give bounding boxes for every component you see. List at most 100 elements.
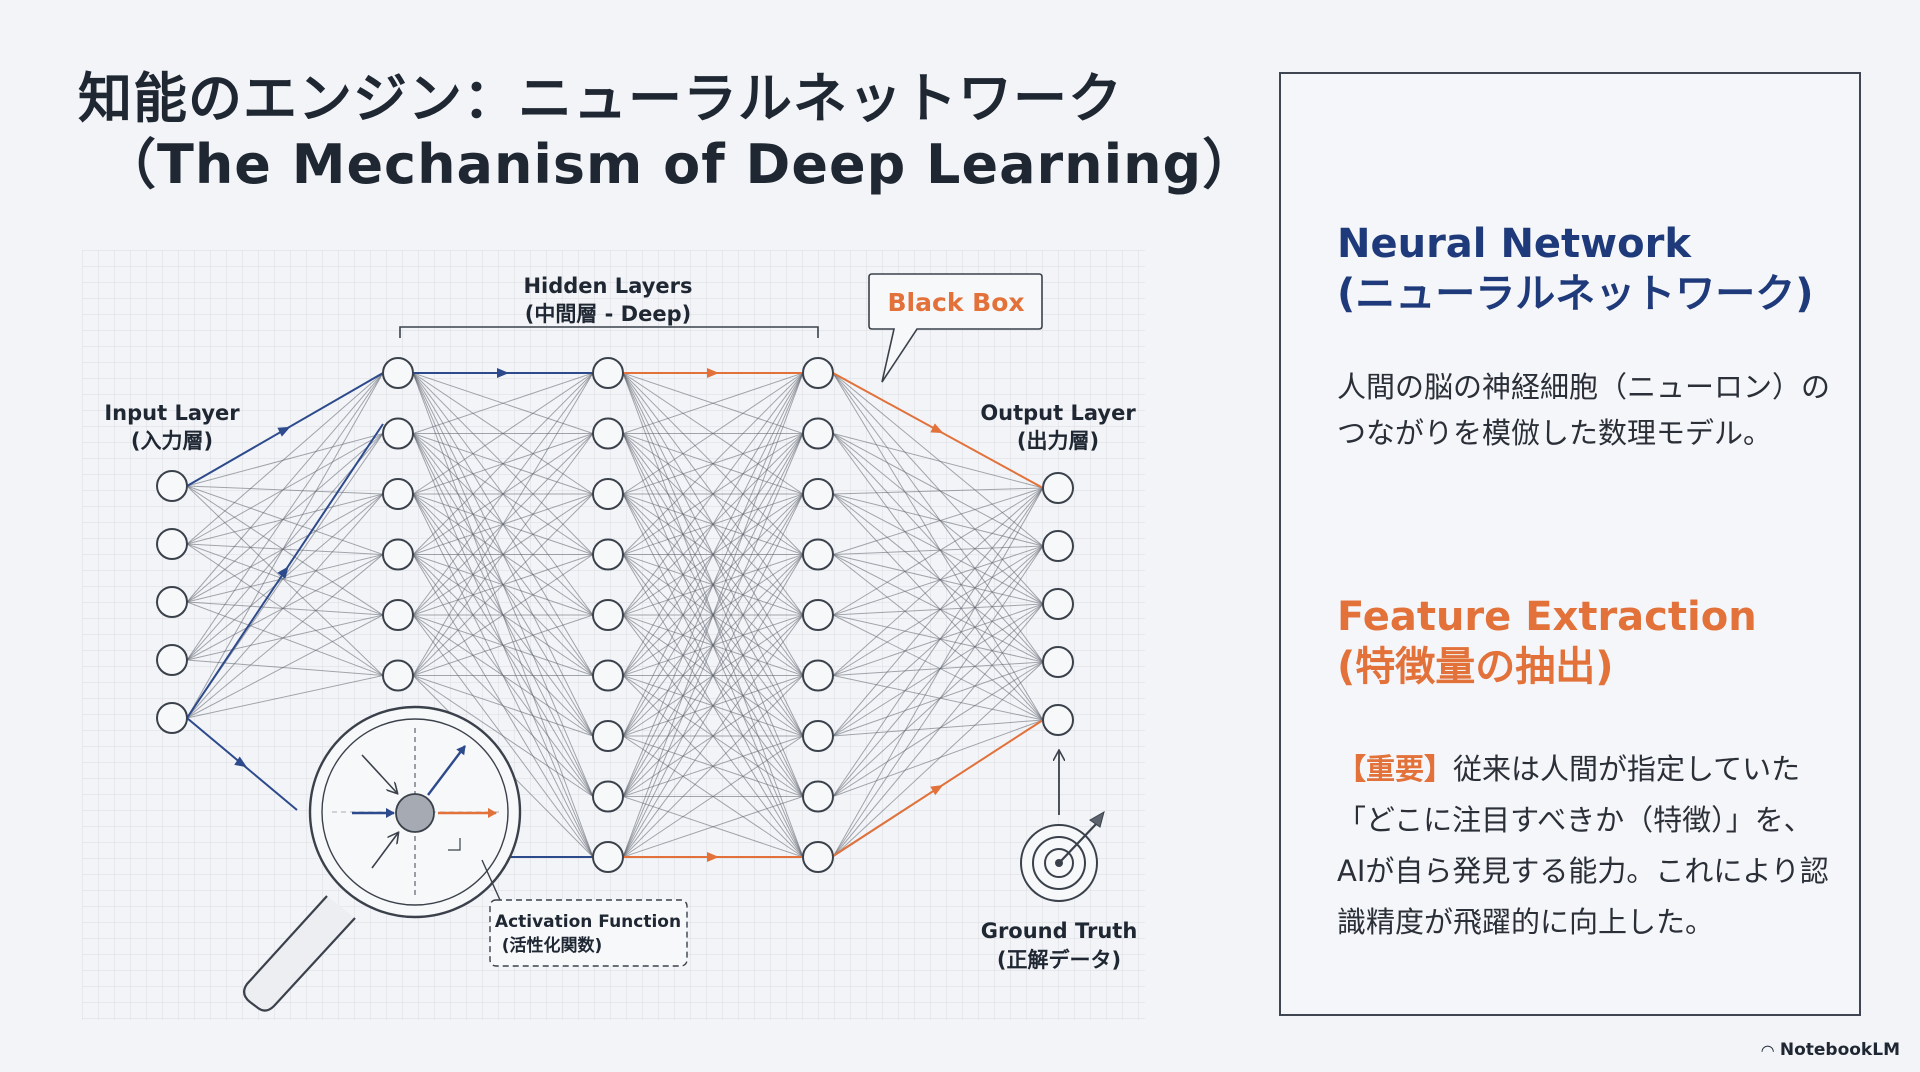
connection-line [832, 554, 1044, 605]
connection-line [832, 614, 1044, 721]
connection-line [186, 433, 384, 603]
neuron [382, 659, 414, 692]
neuron [592, 538, 624, 571]
input-layer-label-jp: (入力層) [131, 429, 213, 453]
neuron [802, 538, 834, 571]
neuron [156, 586, 188, 618]
important-tag: 【重要】 [1337, 752, 1454, 786]
connection-line [832, 372, 1044, 663]
connection-line [832, 433, 1044, 721]
neuron [1042, 588, 1074, 620]
connection-line [412, 614, 594, 676]
connection-line [832, 487, 1044, 797]
connection-line [832, 545, 1044, 555]
connection-line [622, 372, 804, 616]
connection-line [832, 661, 1044, 858]
connection-line [412, 372, 594, 555]
neuron [802, 780, 834, 813]
connection-line [832, 661, 1044, 797]
connection-line [186, 372, 384, 661]
connection-line [832, 603, 1044, 858]
connection-line [186, 659, 384, 676]
flow-arrow-icon [277, 426, 291, 437]
connection-line [832, 493, 1044, 721]
hidden-bracket [399, 326, 819, 338]
neuron [592, 599, 624, 631]
connection-line [832, 603, 1044, 616]
signal-flows [186, 368, 1044, 862]
connection-line [412, 554, 594, 676]
title-line-1: 知能のエンジン：ニューラルネットワーク [78, 67, 1123, 130]
activation-pointer [481, 859, 501, 901]
feature-extraction-heading: Feature Extraction (特徴量の抽出) [1337, 592, 1757, 692]
connection-line [186, 372, 384, 603]
connection-line [186, 601, 384, 676]
connection-line [832, 661, 1044, 676]
connection-line [832, 433, 1044, 547]
neuron [156, 528, 188, 560]
neuron [592, 780, 624, 813]
connection-line [412, 372, 594, 434]
connection-line [832, 614, 1044, 663]
connection-line [832, 372, 1044, 547]
neuron [802, 659, 834, 692]
connection-line [622, 372, 804, 676]
connection-line [832, 554, 1044, 721]
connection-line [412, 372, 594, 676]
neuron [382, 357, 414, 389]
connection-line [622, 372, 804, 858]
connection-line [186, 433, 384, 545]
input-layer-label: Input Layer [104, 401, 240, 425]
connection-line [832, 372, 1044, 721]
hidden-layers-label-jp: (中間層 - Deep) [525, 302, 691, 326]
connection-line [186, 493, 384, 603]
neuron [592, 417, 624, 450]
connection-line [186, 554, 384, 661]
connection-line [622, 433, 804, 858]
connection-line [832, 493, 1044, 605]
connection-line [412, 433, 594, 676]
connection-line [186, 485, 384, 676]
neural-network-description: 人間の脳の神経細胞（ニューロン）のつながりを模倣した数理モデル。 [1337, 370, 1831, 450]
notebooklm-logo-icon: ◠ [1761, 1040, 1774, 1060]
connection-line [186, 675, 384, 719]
magnifier-icon [243, 705, 522, 1012]
connection-line [622, 372, 804, 495]
connection-line [186, 614, 384, 719]
neural-network-heading: Neural Network (ニューラルネットワーク) [1337, 219, 1814, 319]
connection-line [186, 493, 384, 719]
neuron [156, 644, 188, 676]
activation-function-label: Activation Function [495, 912, 681, 932]
neuron [802, 599, 834, 631]
connection-line [832, 493, 1044, 547]
connection-line [186, 485, 384, 555]
flow-arrow-icon [277, 566, 289, 579]
feature-extraction-title: Feature Extraction [1337, 594, 1757, 640]
connection-line [832, 372, 1044, 605]
feature-extraction-description: 【重要】従来は人間が指定していた「どこに注目すべきか（特徴）」を、AIが自ら発見… [1337, 744, 1837, 948]
neural-network-diagram: Hidden Layers (中間層 - Deep) Black Box Inp… [82, 250, 1145, 1020]
neuron [382, 478, 414, 510]
neuron [802, 720, 834, 752]
connection-line [186, 372, 384, 719]
neuron [156, 470, 188, 502]
connection-line [622, 796, 804, 858]
connection-line [832, 719, 1044, 737]
slide-title: 知能のエンジン：ニューラルネットワーク （The Mechanism of De… [78, 66, 1257, 198]
connection-line [412, 675, 594, 797]
notebooklm-brand: ◠ NotebookLM [1762, 1040, 1900, 1060]
neuron [1042, 646, 1074, 678]
connection-line [186, 433, 384, 487]
feature-extraction-title-jp: (特徴量の抽出) [1337, 644, 1614, 690]
target-icon [1020, 810, 1105, 902]
neuron [592, 357, 624, 389]
neuron [592, 659, 624, 692]
connection-line [186, 543, 384, 676]
connection-line [412, 493, 594, 676]
output-layer-label-jp: (出力層) [1017, 429, 1099, 453]
neuron [1042, 704, 1074, 736]
connection-line [622, 372, 804, 555]
output-layer-label: Output Layer [980, 401, 1136, 425]
connection-line [832, 545, 1044, 797]
neuron [1042, 530, 1074, 562]
